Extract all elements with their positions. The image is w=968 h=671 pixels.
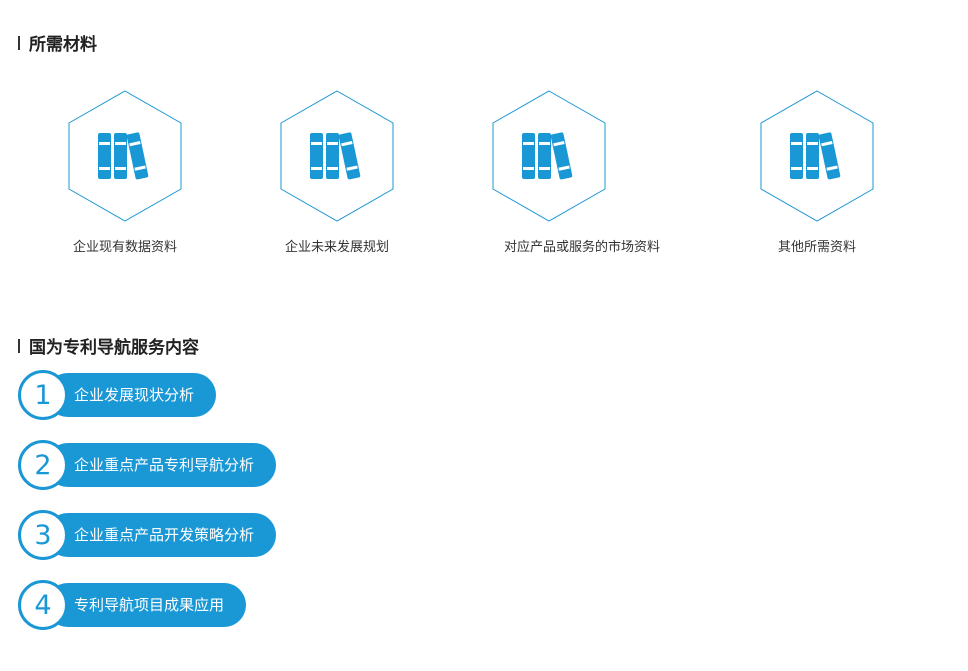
services-title-text: 国为专利导航服务内容 <box>29 338 199 358</box>
service-pill: 企业重点产品开发策略分析 <box>46 513 277 557</box>
books-icon <box>522 132 573 180</box>
title-bar <box>18 35 20 50</box>
service-pill: 企业发展现状分析 <box>46 373 217 417</box>
material-item: 企业现有数据资料 <box>25 90 225 255</box>
hexagon-frame <box>760 90 874 222</box>
material-item: 对应产品或服务的市场资料 <box>449 90 661 255</box>
step-number-circle: 3 <box>18 510 68 560</box>
materials-title-text: 所需材料 <box>29 35 97 55</box>
material-label: 对应产品或服务的市场资料 <box>504 240 661 255</box>
books-icon <box>98 132 149 180</box>
material-label: 企业未来发展规划 <box>284 240 389 255</box>
section-title-services: 国为专利导航服务内容 <box>18 333 199 358</box>
step-number-circle: 2 <box>18 440 68 490</box>
material-item: 企业未来发展规划 <box>237 90 437 255</box>
step-number-circle: 4 <box>18 580 68 630</box>
section-title-materials: 所需材料 <box>18 30 97 55</box>
title-bar <box>18 338 20 353</box>
materials-list: 企业现有数据资料 企业未来发展规划 <box>0 90 968 270</box>
hexagon-frame <box>280 90 394 222</box>
material-item: 其他所需资料 <box>717 90 917 255</box>
material-label: 其他所需资料 <box>777 240 856 255</box>
step-number-circle: 1 <box>18 370 68 420</box>
hexagon-frame <box>68 90 182 222</box>
material-label: 企业现有数据资料 <box>72 240 177 255</box>
service-pill: 专利导航项目成果应用 <box>46 583 247 627</box>
service-pill: 企业重点产品专利导航分析 <box>46 443 277 487</box>
books-icon <box>310 132 361 180</box>
books-icon <box>790 132 841 180</box>
hexagon-frame <box>492 90 606 222</box>
